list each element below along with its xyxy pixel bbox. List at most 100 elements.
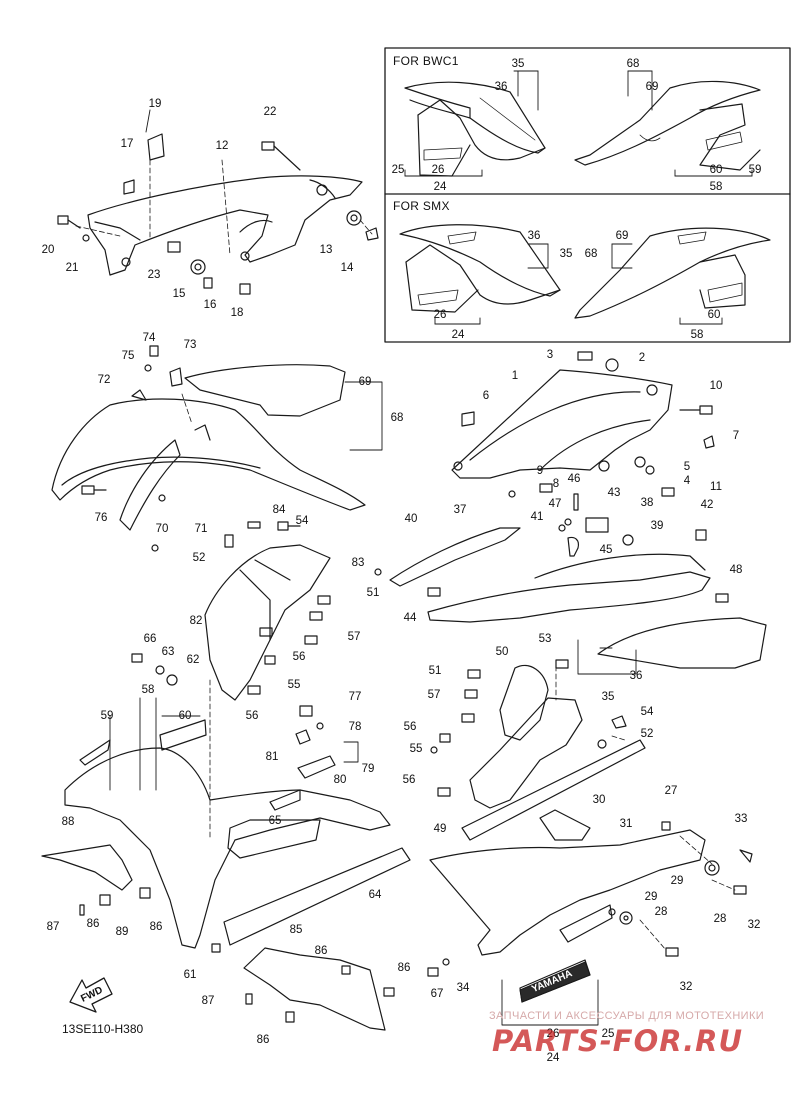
callout-label: 47 xyxy=(548,498,562,510)
callout-label: 57 xyxy=(427,689,441,701)
callout-label: 26 xyxy=(433,309,447,321)
left-inner-panel xyxy=(51,364,366,531)
callout-label: 83 xyxy=(351,557,365,569)
callout-label: 70 xyxy=(155,523,169,535)
callout-label: 40 xyxy=(404,513,418,525)
callout-label: 19 xyxy=(148,98,162,110)
callout-label: 30 xyxy=(592,794,606,806)
callout-label: 86 xyxy=(397,962,411,974)
callout-label: 86 xyxy=(256,1034,270,1046)
callout-label: 50 xyxy=(495,646,509,658)
callout-label: 42 xyxy=(700,499,714,511)
callout-label: 32 xyxy=(679,981,693,993)
callout-label: 3 xyxy=(546,349,554,361)
callout-label: 29 xyxy=(670,875,684,887)
right-duct xyxy=(451,351,715,498)
callout-label: 36 xyxy=(527,230,541,242)
decal-yamaha: YAMAHA xyxy=(519,961,591,1003)
dashed-guide-lines xyxy=(75,159,736,951)
callout-label: 35 xyxy=(601,691,615,703)
callout-label: 48 xyxy=(729,564,743,576)
callout-label: 17 xyxy=(120,138,134,150)
callout-label: 60 xyxy=(707,309,721,321)
callout-label: 54 xyxy=(640,706,654,718)
callout-label: 8 xyxy=(552,478,560,490)
callout-label: 10 xyxy=(709,380,723,392)
callout-label: 73 xyxy=(183,339,197,351)
inner-duct-bracket xyxy=(204,521,331,701)
callout-label: 25 xyxy=(601,1028,615,1040)
callout-label: 18 xyxy=(230,307,244,319)
callout-label: 68 xyxy=(626,58,640,70)
callout-label: 13 xyxy=(319,244,333,256)
callout-label: 4 xyxy=(683,475,691,487)
callout-label: 29 xyxy=(644,891,658,903)
callout-label: 76 xyxy=(94,512,108,524)
callout-label: 59 xyxy=(100,710,114,722)
callout-label: 12 xyxy=(215,140,229,152)
callout-label: 86 xyxy=(149,921,163,933)
right-upper-cowl xyxy=(374,493,767,669)
callout-label: 24 xyxy=(433,181,447,193)
callout-label: 36 xyxy=(494,81,508,93)
inset-smx-right-panel xyxy=(574,227,771,319)
fwd-arrow-icon xyxy=(69,977,113,1013)
callout-label: 43 xyxy=(607,487,621,499)
callout-label: 7 xyxy=(732,430,740,442)
callout-label: 28 xyxy=(713,913,727,925)
callout-label: 53 xyxy=(538,633,552,645)
callout-label: 63 xyxy=(161,646,175,658)
callout-label: 72 xyxy=(97,374,111,386)
callout-label: 45 xyxy=(599,544,613,556)
inset-title-bwc1: FOR BWC1 xyxy=(393,54,459,68)
watermark-brand: PARTS-FOR.RU xyxy=(492,1024,743,1058)
inset-frames xyxy=(384,47,791,343)
callout-label: 79 xyxy=(361,763,375,775)
callout-label: 59 xyxy=(748,164,762,176)
callout-label: 46 xyxy=(567,473,581,485)
callout-label: 35 xyxy=(559,248,573,260)
callout-label: 68 xyxy=(390,412,404,424)
callout-label: 15 xyxy=(172,288,186,300)
callout-label: 28 xyxy=(654,906,668,918)
inset-bwc1-right-panel xyxy=(574,80,761,171)
callout-label: 34 xyxy=(456,982,470,994)
callout-label: 20 xyxy=(41,244,55,256)
callout-label: 22 xyxy=(263,106,277,118)
callout-label: 87 xyxy=(46,921,60,933)
callout-label: 38 xyxy=(640,497,654,509)
callout-label: 39 xyxy=(650,520,664,532)
callout-label: 54 xyxy=(295,515,309,527)
callout-label: 87 xyxy=(201,995,215,1007)
callout-label: 26 xyxy=(546,1028,560,1040)
inset-smx-left-panel xyxy=(399,224,561,313)
callout-label: 14 xyxy=(340,262,354,274)
fwd-label: FWD xyxy=(79,985,104,1005)
callout-label: 32 xyxy=(747,919,761,931)
callout-label: 66 xyxy=(143,633,157,645)
callout-label: 80 xyxy=(333,774,347,786)
callout-label: 56 xyxy=(403,721,417,733)
callout-label: 57 xyxy=(347,631,361,643)
callout-label: 69 xyxy=(645,81,659,93)
callout-label: 31 xyxy=(619,818,633,830)
callout-label: 56 xyxy=(245,710,259,722)
callout-label: 60 xyxy=(178,710,192,722)
callout-label: 6 xyxy=(482,390,490,402)
callout-label: 35 xyxy=(511,58,525,70)
callout-label: 60 xyxy=(709,164,723,176)
callout-label: 58 xyxy=(709,181,723,193)
callout-label: 68 xyxy=(584,248,598,260)
watermark-tagline: ЗАПЧАСТИ И АКСЕССУАРЫ ДЛЯ МОТОТЕХНИКИ xyxy=(489,1010,765,1022)
callout-label: 27 xyxy=(664,785,678,797)
callout-label: 88 xyxy=(61,816,75,828)
inset-bwc1-left-panel xyxy=(404,81,546,177)
callout-label: 71 xyxy=(194,523,208,535)
fwd-label-text: FWD xyxy=(79,985,104,1005)
leader-lines xyxy=(109,70,753,1026)
callout-label: 85 xyxy=(289,924,303,936)
callout-label: 25 xyxy=(391,164,405,176)
callout-label: 2 xyxy=(638,352,646,364)
callout-label: 52 xyxy=(192,552,206,564)
callout-label: 75 xyxy=(121,350,135,362)
